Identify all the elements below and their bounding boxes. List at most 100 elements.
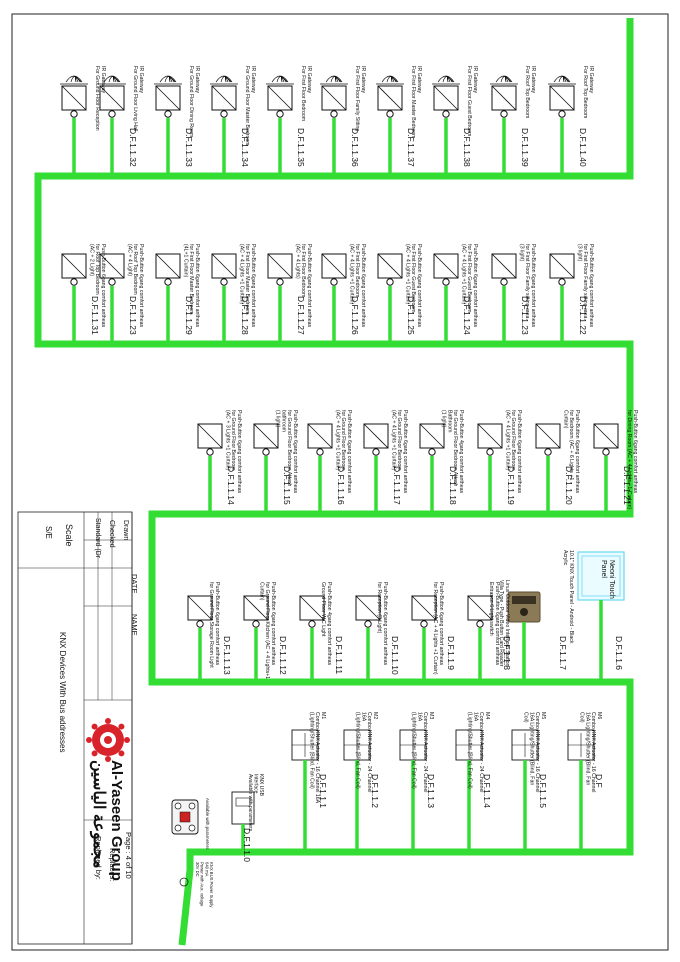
device-r1-c2: Push-Button 6gang comfort antheasfor Fir… bbox=[433, 244, 478, 341]
svg-text:IR GatewayFor First Floor Bedr: IR GatewayFor First Floor Bedroom bbox=[300, 66, 312, 121]
svg-text:D.F.1.1.37: D.F.1.1.37 bbox=[406, 128, 416, 167]
device-description: IR GatewayFor Ground Floor Master Bedroo… bbox=[244, 66, 256, 146]
svg-text:D.F.1.1.35: D.F.1.1.35 bbox=[296, 128, 306, 167]
device-address: D.F.1.1.1 bbox=[318, 774, 328, 808]
device-description: Push-Button 6gang comfort antheasfor Fir… bbox=[518, 244, 536, 327]
svg-text:M3Combo KNX Actuator - 24 Chan: M3Combo KNX Actuator - 24 Channel16A(Lig… bbox=[411, 712, 434, 792]
device-description: M3Combo KNX Actuator - 24 Channel16A(Lig… bbox=[411, 712, 434, 792]
device-r4-c6: KNX USBInterfaceAvailable with parameter… bbox=[231, 774, 264, 862]
device-r0-c5: IR GatewayFor First Floor BedroomD.F.1.1… bbox=[266, 66, 312, 173]
svg-text:10.1" KNX Touch Panel - Androi: 10.1" KNX Touch Panel - Android - BlackA… bbox=[562, 550, 574, 644]
actuator-icon bbox=[455, 729, 483, 761]
device-description: Push-Button 6gang comfort antheasfor Rec… bbox=[376, 582, 388, 665]
actuator-icon bbox=[567, 729, 595, 761]
svg-text:D.F.1.1.15: D.F.1.1.15 bbox=[282, 466, 292, 505]
company-name-arabic: مجموعة الياسين bbox=[89, 760, 107, 868]
device-description: M5Combo KNX Actuator - 16 Channel16A Lig… bbox=[523, 712, 546, 792]
device-address: D.F.1.1.36 bbox=[350, 128, 360, 167]
device-address: D.F.1.1.18 bbox=[448, 466, 458, 505]
touch-panel-icon: Neoni TouchPanel bbox=[577, 551, 625, 601]
device-description: Push-Button 6gang comfort antheasfor Fir… bbox=[460, 244, 478, 327]
svg-text:Page : 4 of 10: Page : 4 of 10 bbox=[124, 832, 133, 879]
device-address: D.F.1.1.28 bbox=[240, 296, 250, 335]
device-address: D.F.1.1.12 bbox=[278, 636, 288, 675]
svg-text:D.F.1.1.4: D.F.1.1.4 bbox=[482, 774, 492, 808]
touch-panel-screen-text: Neoni TouchPanel bbox=[600, 560, 615, 599]
svg-text:Push-Button 4gang comfort anth: Push-Button 4gang comfort antheasfor Gro… bbox=[441, 410, 464, 493]
svg-text:D.F.1.1.27: D.F.1.1.27 bbox=[296, 296, 306, 335]
svg-text:D.F.1.1.28: D.F.1.1.28 bbox=[240, 296, 250, 335]
svg-text:Push-Button 6gang comfort anth: Push-Button 6gang comfort antheasfor Fir… bbox=[294, 244, 312, 327]
device-address: D.F.1.1.21 bbox=[622, 466, 632, 505]
svg-text:Scale: Scale bbox=[64, 524, 74, 547]
svg-text:Push-Button 6gang comfort anth: Push-Button 6gang comfort antheasfor Fir… bbox=[576, 244, 594, 327]
device-r1-c7: Push-Button 6gang comfort antheasfor Fir… bbox=[155, 244, 200, 341]
device-description: IR GatewayFor Roof Top Bedroom bbox=[582, 66, 594, 118]
svg-text:Push-Button 6gang comfort anth: Push-Button 6gang comfort antheasfor Fir… bbox=[404, 244, 422, 327]
device-r0-c2: IR GatewayFor First Floor Guest BedroomD… bbox=[432, 66, 478, 173]
device-r3-c1: Linux Outdoor Video Intercom StationVill… bbox=[498, 580, 568, 680]
title-block bbox=[17, 511, 133, 945]
svg-text:D.F.1.1.2: D.F.1.1.2 bbox=[370, 774, 380, 808]
svg-text:Push-Button 6gang comfort anth: Push-Button 6gang comfort antheasfor Gro… bbox=[224, 410, 242, 493]
device-r2-c4: Push-Button 6gang comfort antheasfor Gro… bbox=[363, 410, 408, 511]
device-description: M4Combo KNX Actuator - 24 Channel16A(Lig… bbox=[467, 712, 490, 792]
svg-text:Push-Button 6gang comfort anth: Push-Button 6gang comfort antheasfor Gro… bbox=[258, 582, 276, 679]
push-button-icon bbox=[155, 253, 181, 286]
svg-text:IR GatewayFor Ground Floor Din: IR GatewayFor Ground Floor Dining Room bbox=[188, 66, 200, 137]
svg-text:D.F.1.1.21: D.F.1.1.21 bbox=[622, 466, 632, 505]
device-r0-c4: IR GatewayFor First Floor Family Sitting… bbox=[320, 66, 366, 173]
svg-text:D.F.1.1.33: D.F.1.1.33 bbox=[184, 128, 194, 167]
device-description: Push-Button 6gang comfort antheasEntranc… bbox=[488, 582, 500, 665]
svg-text:D.F.1.1.36: D.F.1.1.36 bbox=[350, 128, 360, 167]
sheet-border bbox=[11, 13, 669, 951]
device-address: D.F.1.1.16 bbox=[336, 466, 346, 505]
svg-text:Push-Button 6gang comfort anth: Push-Button 6gang comfort antheasfor Fir… bbox=[348, 244, 366, 327]
device-address: D.F.1.1.7 bbox=[558, 636, 568, 670]
svg-text:Checked: Checked bbox=[108, 520, 115, 548]
svg-text:M2Combo KNX Actuator - 24 Chan: M2Combo KNX Actuator - 24 Channel16A(Lig… bbox=[355, 712, 378, 792]
ir-gateway-icon bbox=[490, 75, 518, 118]
svg-text:Replaces:: Replaces: bbox=[108, 848, 117, 881]
device-r0-c6: IR GatewayFor Ground Floor Master Bedroo… bbox=[210, 66, 256, 173]
svg-text:Push-Button 6gang comfort anth: Push-Button 6gang comfort antheasfor Gro… bbox=[208, 582, 220, 668]
device-description: 10.1" KNX Touch Panel - Android - BlackA… bbox=[562, 550, 574, 644]
actuator-icon bbox=[343, 729, 371, 761]
svg-text:D.F.1.1.14: D.F.1.1.14 bbox=[226, 466, 236, 505]
bus-terminal-icon bbox=[179, 877, 189, 887]
svg-text:D.F.1.1.5: D.F.1.1.5 bbox=[538, 774, 548, 808]
svg-text:Push-Button 6gang comfort anth: Push-Button 6gang comfort antheasfor Gro… bbox=[504, 410, 522, 493]
svg-text:IR GatewayFor First Floor Gues: IR GatewayFor First Floor Guest Bedroom bbox=[466, 66, 478, 136]
svg-text:D.F.1.1.38: D.F.1.1.38 bbox=[462, 128, 472, 167]
svg-text:Push-Button 6gang comfort anth: Push-Button 6gang comfort antheasfor Fir… bbox=[182, 244, 200, 327]
svg-text:NAME: NAME bbox=[130, 614, 139, 636]
ir-gateway-icon bbox=[210, 75, 238, 118]
svg-text:M6Combo KNX Actuator - 16 Chan: M6Combo KNX Actuator - 16 Channel16A Lig… bbox=[579, 712, 602, 792]
svg-text:IR GatewayFor Roof Top Bedroom: IR GatewayFor Roof Top Bedroom bbox=[582, 66, 594, 118]
tb-col-date: DATE bbox=[130, 574, 139, 593]
tb-scale-label: Scale bbox=[64, 524, 74, 547]
device-r3-c0: Neoni TouchPanel 10.1" KNX Touch Panel - … bbox=[562, 550, 625, 680]
ir-gateway-icon bbox=[266, 75, 294, 118]
svg-text:D.F.1.1.12: D.F.1.1.12 bbox=[278, 636, 288, 675]
device-r4-c5: M1Combo KNX Actuator - 16 Channel 16A(Li… bbox=[291, 712, 328, 849]
device-address: D.F.1.1.13 bbox=[222, 636, 232, 675]
device-description: Push-Button 6gang comfort antheasfor Gro… bbox=[390, 410, 408, 493]
device-description: Push-Button 6gang comfort antheasfor Gro… bbox=[224, 410, 242, 493]
svg-text:D.F.1.1.1: D.F.1.1.1 bbox=[318, 774, 328, 808]
device-r4-c0: M6Combo KNX Actuator - 16 Channel16A Lig… bbox=[567, 712, 604, 849]
svg-text:Push-Button 6gang comfort anth: Push-Button 6gang comfort antheasfor Gro… bbox=[334, 410, 352, 493]
svg-text:D.F.1.1.7: D.F.1.1.7 bbox=[558, 636, 568, 670]
svg-text:Push-Button 4gang comfort anth: Push-Button 4gang comfort antheasGround … bbox=[320, 582, 332, 665]
svg-text:IR GatewayFor Ground Floor Liv: IR GatewayFor Ground Floor Living Hall bbox=[132, 66, 144, 131]
tb-replaces: Replaces: bbox=[108, 848, 117, 881]
svg-text:D.F.1.1.20: D.F.1.1.20 bbox=[564, 466, 574, 505]
device-address: D.F.1.1.23 bbox=[520, 296, 530, 335]
power-supply-icon bbox=[171, 799, 199, 835]
svg-text:KNX USBInterfaceAvailable with: KNX USBInterfaceAvailable with parameter… bbox=[247, 774, 264, 832]
device-address: D.F.1.1.23 bbox=[128, 296, 138, 335]
svg-text:Push-Button 6gang comfort anth: Push-Button 6gang comfort antheasfor Rec… bbox=[376, 582, 388, 665]
